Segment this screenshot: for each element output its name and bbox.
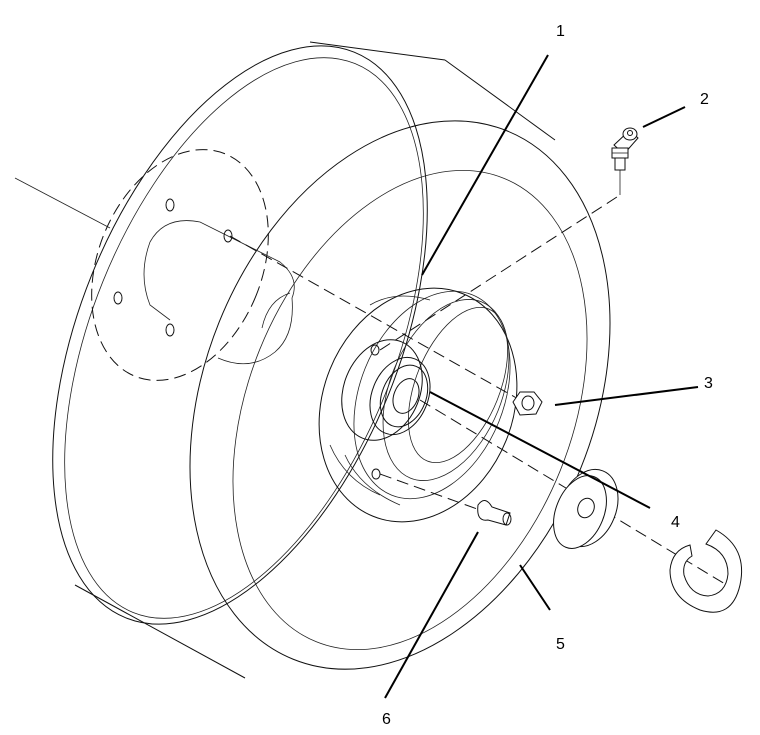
callout-1: 1 <box>556 23 565 40</box>
valve-stem <box>477 500 512 526</box>
leader-4 <box>429 391 651 509</box>
leader-3 <box>554 386 699 406</box>
assembly-centerlines <box>229 170 736 591</box>
hub-hole-lower <box>371 468 381 480</box>
bearing <box>341 339 431 441</box>
callout-4: 4 <box>671 514 680 531</box>
callout-5: 5 <box>556 636 565 653</box>
leader-1 <box>421 54 549 276</box>
hub-hole-upper <box>370 344 380 356</box>
leader-5 <box>519 564 551 611</box>
tire <box>52 41 611 679</box>
rim-hub <box>318 287 518 523</box>
leader-lines <box>384 54 699 699</box>
axle-centerline-left <box>14 177 111 229</box>
callout-3: 3 <box>704 375 713 392</box>
callout-2: 2 <box>700 91 709 108</box>
leader-2 <box>642 106 686 128</box>
hex-nut <box>512 391 543 416</box>
retaining-clip <box>669 529 743 613</box>
grease-fitting <box>611 127 639 171</box>
leader-6 <box>384 531 479 699</box>
washer <box>553 468 619 549</box>
callout-6: 6 <box>382 711 391 728</box>
